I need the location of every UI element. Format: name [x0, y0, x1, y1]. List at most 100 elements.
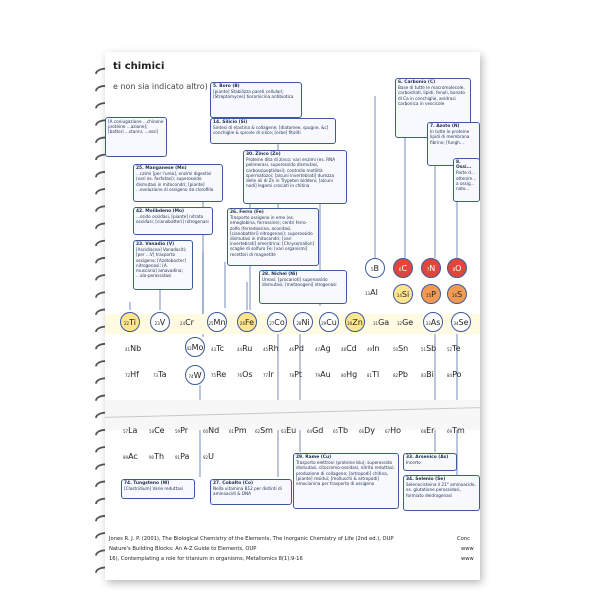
box-nichel: 28. Nichel (Ni)Ureasi; [procarioti] supe…: [259, 270, 347, 304]
element-sm: 62Sm: [255, 426, 273, 435]
element-mo: 42Mo: [185, 337, 205, 357]
element-number: 27: [269, 321, 275, 326]
element-symbol: Ge: [402, 318, 414, 327]
element-hg: 80Hg: [341, 370, 357, 379]
box-ossigeno: 8. Ossi...Parte d... ottenim... a ossig.…: [453, 158, 480, 202]
reference-line-3: 16), Contemplating a role for titanium i…: [109, 556, 303, 562]
element-nd: 60Nd: [203, 426, 219, 435]
element-number: 67: [385, 429, 391, 434]
element-gd: 64Gd: [307, 426, 323, 435]
element-symbol: Er: [426, 426, 435, 435]
element-symbol: Nb: [130, 344, 142, 353]
element-sn: 50Sn: [393, 344, 408, 353]
credit-line-1: Conc: [457, 536, 470, 542]
element-v: 23V: [150, 312, 170, 332]
element-symbol: Pa: [180, 452, 190, 461]
element-pt: 78Pt: [289, 370, 302, 379]
element-number: 68: [421, 429, 427, 434]
element-number: 32: [397, 321, 403, 326]
element-pb: 82Pb: [393, 370, 408, 379]
element-bi: 83Bi: [421, 370, 434, 379]
element-symbol: Sb: [426, 344, 437, 353]
element-symbol: Pb: [398, 370, 408, 379]
element-symbol: Pm: [234, 426, 247, 435]
element-symbol: U: [208, 452, 214, 461]
element-number: 8: [452, 267, 456, 272]
element-o: 8O: [447, 258, 467, 278]
box-molibdeno: 42. Molibdeno (Mo)...ssido ossidasi, [pi…: [133, 207, 213, 235]
element-number: 6: [398, 267, 402, 272]
element-symbol: Eu: [286, 426, 297, 435]
element-number: 33: [425, 321, 431, 326]
element-symbol: Ga: [378, 318, 390, 327]
element-number: 47: [315, 347, 321, 352]
element-number: 51: [421, 347, 427, 352]
reference-line-2: Nature's Building Blocks: An A-Z Guide t…: [109, 546, 257, 552]
element-symbol: Au: [320, 370, 331, 379]
element-w: 74W: [185, 365, 205, 385]
element-symbol: Hf: [130, 370, 139, 379]
element-co: 27Co: [267, 312, 287, 332]
box-vanadio: 23. Vanadio (V)[Ascidiacea] Vanadociti; …: [133, 240, 193, 290]
credit-line-3: www: [461, 556, 474, 562]
element-number: 80: [341, 373, 347, 378]
element-number: 69: [447, 429, 453, 434]
element-number: 62: [255, 429, 261, 434]
element-number: 26: [239, 321, 245, 326]
element-number: 52: [447, 347, 453, 352]
element-symbol: Mo: [191, 343, 204, 352]
element-mn: 25Mn: [207, 312, 227, 332]
element-symbol: Ce: [154, 426, 165, 435]
element-symbol: Ac: [128, 452, 138, 461]
element-symbol: Pt: [294, 370, 303, 379]
element-p: 15P: [421, 284, 441, 304]
element-er: 68Er: [421, 426, 434, 435]
element-symbol: Cu: [326, 318, 337, 327]
element-number: 76: [237, 373, 243, 378]
element-tm: 69Tm: [447, 426, 465, 435]
element-symbol: Rh: [268, 344, 279, 353]
element-eu: 63Eu: [281, 426, 296, 435]
element-symbol: Al: [370, 288, 378, 297]
element-number: 41: [125, 347, 131, 352]
element-dy: 66Dy: [359, 426, 375, 435]
element-number: 13: [365, 291, 371, 296]
element-symbol: Ho: [390, 426, 402, 435]
element-number: 5: [370, 267, 374, 272]
element-number: 28: [296, 321, 302, 326]
element-symbol: Se: [458, 318, 469, 327]
box-tungsteno: 74. Tungsteno (W)[Clostridium] Varie red…: [121, 479, 195, 499]
element-symbol: Tc: [216, 344, 225, 353]
element-symbol: Re: [216, 370, 227, 379]
element-number: 31: [373, 321, 379, 326]
element-number: 57: [123, 429, 129, 434]
element-as: 33As: [423, 312, 443, 332]
element-fe: 26Fe: [237, 312, 257, 332]
element-symbol: S: [457, 290, 463, 299]
element-number: 30: [347, 321, 353, 326]
element-number: 83: [421, 373, 427, 378]
element-si: 14Si: [393, 284, 413, 304]
highlight-row: [105, 314, 480, 334]
element-nb: 41Nb: [125, 344, 141, 353]
element-number: 23: [154, 321, 160, 326]
element-symbol: Pd: [294, 344, 304, 353]
element-ce: 58Ce: [149, 426, 165, 435]
element-zn: 30Zn: [345, 312, 365, 332]
element-pa: 91Pa: [175, 452, 189, 461]
element-number: 43: [211, 347, 217, 352]
element-symbol: Te: [452, 344, 461, 353]
element-symbol: C: [401, 264, 408, 273]
element-tc: 43Tc: [211, 344, 224, 353]
element-number: 45: [263, 347, 269, 352]
element-number: 60: [203, 429, 209, 434]
element-number: 91: [175, 455, 181, 460]
element-symbol: Pr: [180, 426, 189, 435]
element-symbol: Hg: [346, 370, 358, 379]
element-number: 29: [321, 321, 327, 326]
box-manganese: 25. Manganese (Mn)...nzimi [per l'urea],…: [133, 164, 223, 202]
element-symbol: Tb: [338, 426, 349, 435]
element-os: 76Os: [237, 370, 253, 379]
element-cd: 48Cd: [341, 344, 357, 353]
element-in: 49In: [367, 344, 380, 353]
